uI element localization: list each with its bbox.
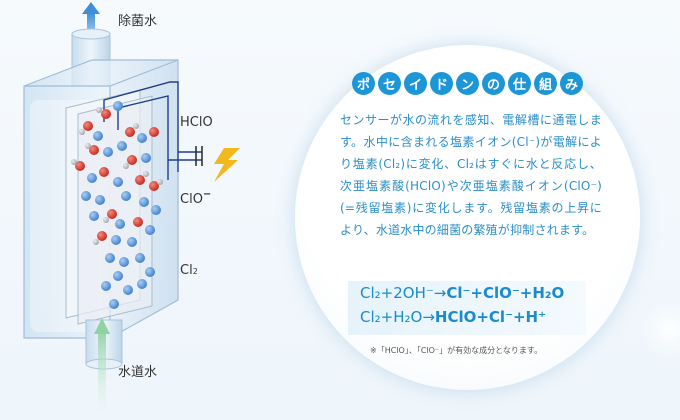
label-clo-text: ClO — [180, 192, 203, 207]
title-row: ポ セ イ ド ン の 仕 組 み — [352, 72, 583, 95]
title-char: ン — [456, 72, 479, 95]
equation-1: Cl₂+2OH⁻→Cl⁻+ClO⁻+H₂O — [360, 284, 564, 302]
label-tap-water: 水道水 — [118, 365, 158, 380]
equation-2-lhs: Cl₂+H₂O→ — [360, 308, 435, 326]
capacitor-symbol — [195, 146, 203, 166]
outlet-arrow — [82, 2, 100, 38]
label-cl2-sub: 2 — [192, 267, 198, 276]
title-char: セ — [378, 72, 401, 95]
title-char: ポ — [352, 72, 375, 95]
inlet-arrow — [94, 318, 110, 414]
equation-2-rhs: HClO+Cl⁻+H⁺ — [434, 308, 547, 326]
description-text: センサーが水の流れを感知、電解槽に通電します。水中に含まれる塩素イオン(Cl⁻)… — [340, 113, 602, 237]
lightning-icon — [214, 148, 240, 182]
molecules — [71, 101, 163, 309]
electrolysis-diagram — [23, 2, 240, 414]
equation-box — [348, 281, 586, 335]
title-char: ド — [430, 72, 453, 95]
label-sterilized-water: 除菌水 — [118, 14, 158, 29]
label-hclo: HClO — [180, 115, 213, 130]
label-cl2-text: Cl — [180, 263, 193, 278]
title-char: み — [560, 72, 583, 95]
equation-1-lhs: Cl₂+2OH⁻→ — [360, 284, 447, 302]
decorative-glow — [640, 300, 680, 360]
label-cl2: Cl2 — [180, 263, 198, 278]
equation-1-rhs: Cl⁻+ClO⁻+H₂O — [446, 284, 565, 302]
title-char: 仕 — [508, 72, 531, 95]
title-char: の — [482, 72, 505, 95]
title-char: イ — [404, 72, 427, 95]
label-clo-charge: − — [202, 189, 212, 200]
footnote: ※「HClO」、「ClO⁻」が有効な成分となります。 — [370, 346, 543, 355]
equation-2: Cl₂+H₂O→HClO+Cl⁻+H⁺ — [360, 308, 546, 326]
title-char: 組 — [534, 72, 557, 95]
label-clo: ClO− — [180, 189, 212, 207]
